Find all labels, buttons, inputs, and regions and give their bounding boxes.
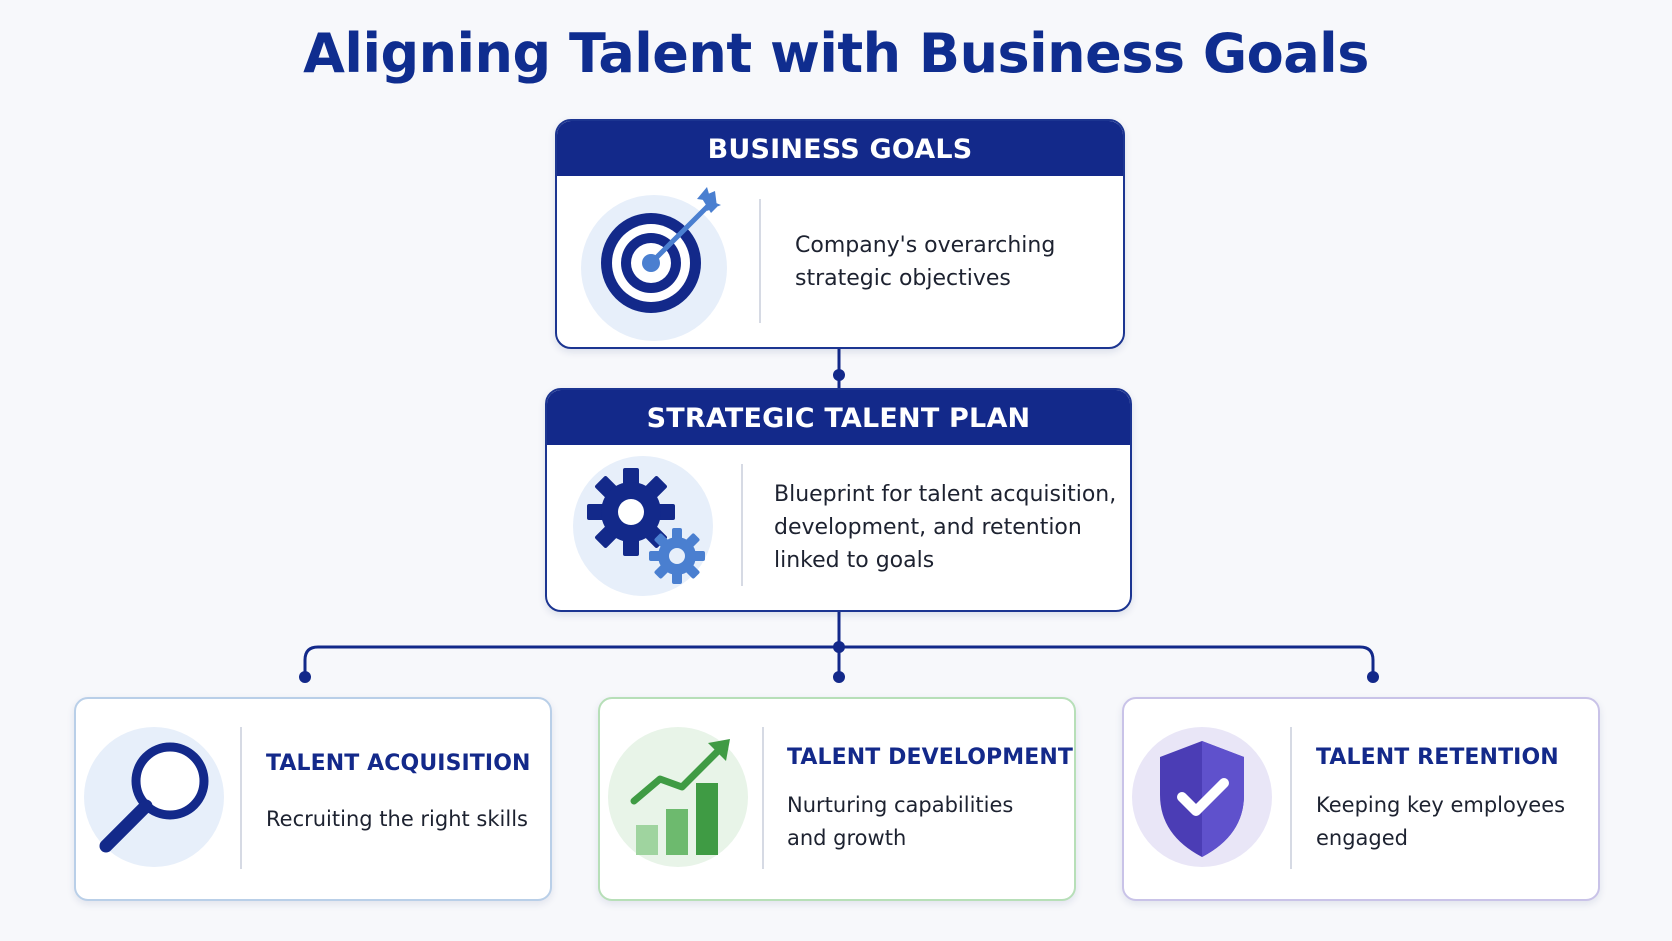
development-divider [762, 727, 764, 869]
business-goals-divider [759, 199, 761, 323]
talent-retention-card: TALENT RETENTION Keeping key employees e… [1122, 697, 1600, 901]
talent-acquisition-description: Recruiting the right skills [266, 807, 528, 831]
business-goals-description: Company's overarching strategic objectiv… [795, 233, 1056, 291]
retention-divider [1290, 727, 1292, 869]
connector-dot [833, 671, 845, 683]
connector-dot [833, 369, 845, 381]
talent-acquisition-card: TALENT ACQUISITION Recruiting the right … [74, 697, 552, 901]
magnifier-icon [99, 742, 209, 853]
strategic-talent-plan-header: STRATEGIC TALENT PLAN [547, 390, 1130, 445]
talent-development-card: TALENT DEVELOPMENT Nurturing capabilitie… [598, 697, 1076, 901]
talent-retention-description: Keeping key employees engaged [1316, 793, 1566, 850]
connector-dot [1367, 671, 1379, 683]
business-goals-header: BUSINESS GOALS [557, 121, 1123, 176]
growth-chart-icon [630, 739, 730, 855]
strategic-talent-plan-box: STRATEGIC TALENT PLAN [545, 388, 1132, 612]
business-goals-box: BUSINESS GOALS Company's overarching str… [555, 119, 1125, 349]
talent-acquisition-title: TALENT ACQUISITION [266, 751, 531, 776]
shield-check-icon [1160, 741, 1244, 857]
connector-dot [833, 641, 845, 653]
strategic-plan-description: Blueprint for talent acquisition, develo… [774, 482, 1117, 573]
talent-development-description: Nurturing capabilities and growth [787, 793, 1014, 850]
strategic-plan-divider [741, 464, 743, 586]
page-title: Aligning Talent with Business Goals [303, 22, 1369, 85]
connector-dot [299, 671, 311, 683]
gears-icon [587, 468, 705, 584]
talent-retention-title: TALENT RETENTION [1316, 745, 1559, 770]
acquisition-divider [240, 727, 242, 869]
target-icon [601, 187, 721, 313]
talent-development-title: TALENT DEVELOPMENT [787, 745, 1073, 770]
